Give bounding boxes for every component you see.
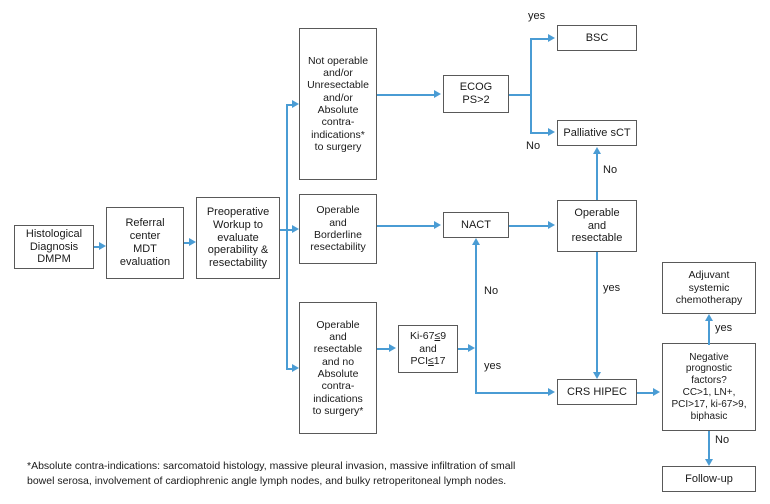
edge-ecog-yes-to-bsc	[530, 38, 549, 40]
arrowhead-operable-resectable-to-palliative	[593, 147, 601, 154]
edge-referral-to-workup	[184, 242, 189, 244]
arrowhead-borderline-to-nact	[434, 221, 441, 229]
arrowhead-ki67-to-crs	[548, 388, 555, 396]
arrowhead-workup-to-not-operable	[292, 100, 299, 108]
edge-label-ecog-no: No	[526, 140, 541, 152]
arrowhead-diagnosis-to-referral	[99, 242, 106, 250]
node-follow-up[interactable]: Follow-up	[662, 466, 756, 492]
node-ki67-pci[interactable]: Ki-67≤9 and PCI≤17	[398, 325, 458, 373]
edge-workup-branch-down	[286, 368, 293, 370]
arrowhead-operable-resectable-to-ki67	[389, 344, 396, 352]
node-operable-borderline[interactable]: Operable and Borderline resectability	[299, 194, 377, 264]
arrowhead-nact-to-operable-resectable	[548, 221, 555, 229]
arrowhead-workup-to-borderline	[292, 225, 299, 233]
node-negative-prognostic-factors[interactable]: Negative prognostic factors? CC>1, LN+, …	[662, 343, 756, 431]
arrowhead-workup-to-operable-resectable	[292, 364, 299, 372]
node-referral-center[interactable]: Referral center MDT evaluation	[106, 207, 184, 279]
node-ecog[interactable]: ECOG PS>2	[443, 75, 509, 113]
edge-prognostic-no-to-followup	[708, 431, 710, 459]
edge-label-ki67-no: No	[484, 285, 499, 297]
ki67-line-3: PCI≤17	[410, 355, 446, 368]
edge-operable-resectable-yes-to-crs	[596, 252, 598, 372]
node-bsc[interactable]: BSC	[557, 25, 637, 51]
footnote-absolute-contraindications: *Absolute contra-indications: sarcomatoi…	[27, 460, 516, 488]
node-nact[interactable]: NACT	[443, 212, 509, 238]
edge-ki67-out	[458, 348, 470, 350]
edge-ecog-out	[509, 94, 531, 96]
edge-crs-to-prognostic	[637, 392, 653, 394]
prognostic-line-3: factors?	[691, 375, 727, 387]
arrowhead-ecog-to-bsc	[548, 34, 555, 42]
edge-borderline-to-nact	[377, 225, 434, 227]
node-preoperative-workup[interactable]: Preoperative Workup to evaluate operabil…	[196, 197, 280, 279]
ki67-line-1: Ki-67≤9	[409, 330, 447, 343]
arrowhead-ki67-no-to-nact	[472, 238, 480, 245]
node-palliative-sct[interactable]: Palliative sCT	[557, 120, 637, 146]
edge-nact-to-operable-resectable	[509, 225, 548, 227]
edge-label-operable-resectable-no: No	[603, 164, 618, 176]
edge-label-prognostic-yes: yes	[715, 322, 733, 334]
arrowhead-ecog-to-palliative	[548, 128, 555, 136]
node-operable-and-resectable[interactable]: Operable and resectable	[557, 200, 637, 252]
edge-label-prognostic-no: No	[715, 434, 730, 446]
arrowhead-ki67-out	[468, 344, 475, 352]
prognostic-line-4: CC>1, LN+,	[682, 387, 736, 398]
edge-ki67-yes-to-crs	[475, 392, 548, 394]
prognostic-line-6: biphasic	[690, 410, 728, 422]
node-operable-resectable-no-contra[interactable]: Operable and resectable and no Absolute …	[299, 302, 377, 434]
edge-ki67-spine	[475, 245, 477, 393]
edge-prognostic-yes-to-adjuvant	[708, 321, 710, 345]
node-histological-diagnosis[interactable]: Histological Diagnosis DMPM	[14, 225, 94, 269]
edge-workup-branch-up	[286, 104, 293, 106]
edge-operable-resectable-no-to-palliative	[596, 154, 598, 200]
prognostic-line-5: PCI>17, ki-67>9,	[671, 398, 747, 410]
prognostic-line-1: Negative	[689, 351, 729, 363]
arrowhead-referral-to-workup	[189, 238, 196, 246]
edge-not-operable-to-ecog	[377, 94, 434, 96]
edge-operable-resectable-to-ki67	[377, 348, 389, 350]
node-crs-hipec[interactable]: CRS HIPEC	[557, 379, 637, 405]
edge-label-operable-resectable-yes: yes	[603, 282, 621, 294]
edge-label-ki67-yes: yes	[484, 360, 502, 372]
arrowhead-crs-to-prognostic	[653, 388, 660, 396]
arrowhead-prognostic-to-adjuvant	[705, 314, 713, 321]
node-not-operable[interactable]: Not operable and/or Unresectable and/or …	[299, 28, 377, 180]
prognostic-line-2: prognostic	[685, 363, 733, 375]
arrowhead-operable-resectable-to-crs	[593, 372, 601, 379]
arrowhead-not-operable-to-ecog	[434, 90, 441, 98]
edge-workup-branch-spine	[286, 104, 288, 368]
ki67-line-2: and	[419, 342, 437, 355]
edge-ecog-no-to-palliative	[530, 132, 549, 134]
edge-ecog-spine	[530, 38, 532, 133]
node-adjuvant-chemo[interactable]: Adjuvant systemic chemotherapy	[662, 262, 756, 314]
edge-label-ecog-yes: yes	[528, 10, 546, 22]
edge-diagnosis-to-referral	[94, 246, 99, 248]
arrowhead-prognostic-to-followup	[705, 459, 713, 466]
